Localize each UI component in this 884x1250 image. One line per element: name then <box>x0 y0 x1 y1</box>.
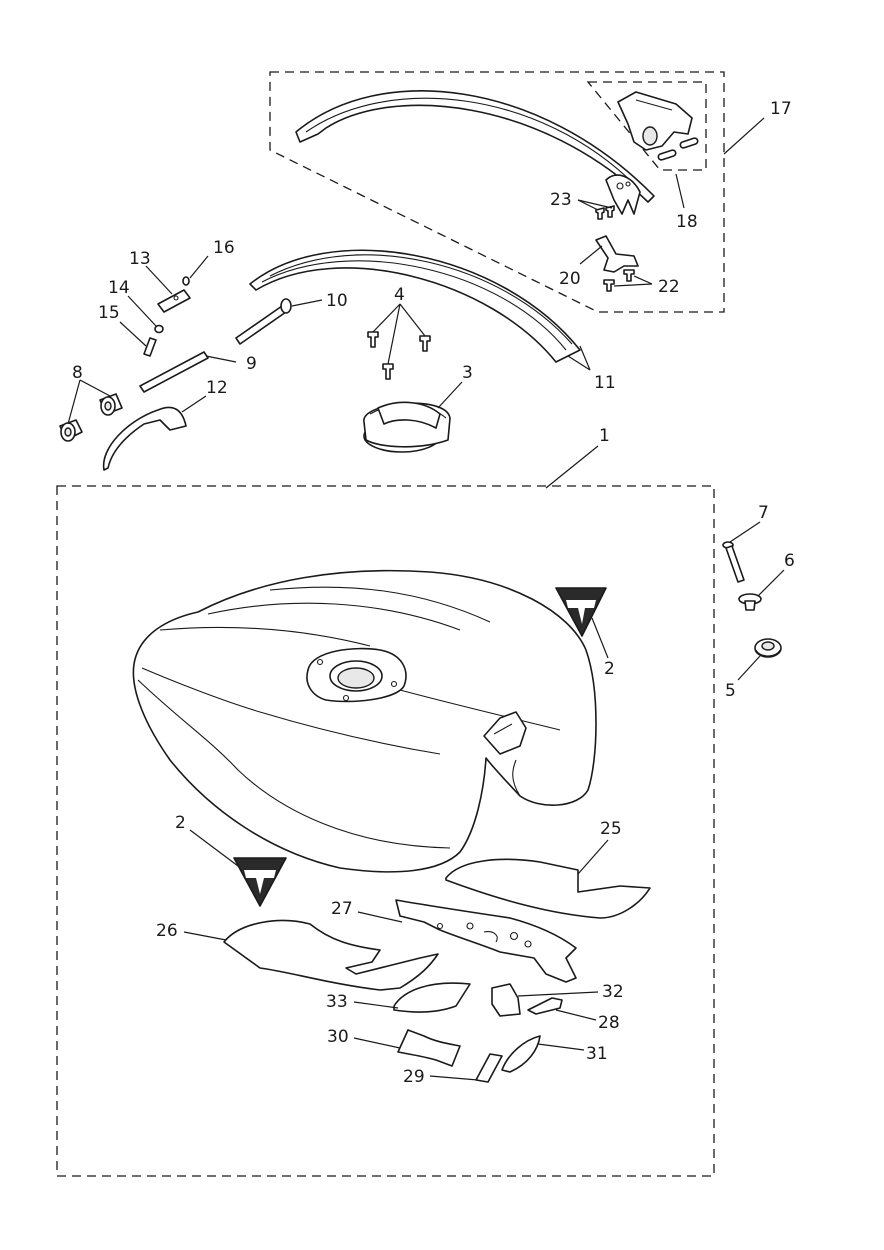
flanged-nut-6 <box>738 593 762 611</box>
grommets-8 <box>59 393 123 442</box>
fuel-cap-3 <box>363 401 451 453</box>
bolt-7 <box>722 541 745 583</box>
bolts-4 <box>367 331 431 380</box>
callout-8: 8 <box>72 363 83 383</box>
callout-3: 3 <box>462 363 473 383</box>
assembly-box-17 <box>269 71 725 313</box>
clip-16 <box>182 276 190 286</box>
pad-33 <box>393 982 471 1013</box>
callout-14: 14 <box>108 278 130 298</box>
callout-6: 6 <box>784 551 795 571</box>
callout-28: 28 <box>598 1013 620 1033</box>
callout-22: 22 <box>658 277 680 297</box>
leader-lines <box>67 117 785 1081</box>
callout-7: 7 <box>758 503 769 523</box>
heat-shield-26 <box>223 919 439 991</box>
triumph-badge-icon <box>233 857 287 907</box>
callout-13: 13 <box>129 249 151 269</box>
pad-32 <box>491 983 521 1017</box>
callout-12: 12 <box>206 378 228 398</box>
clip-20 <box>595 235 639 273</box>
callout-15: 15 <box>98 303 120 323</box>
callout-27: 27 <box>331 899 353 919</box>
callout-16: 16 <box>213 238 235 258</box>
bolt-10 <box>235 298 292 345</box>
callout-30: 30 <box>327 1027 349 1047</box>
screws-22 <box>603 269 635 292</box>
pad-31 <box>501 1035 541 1073</box>
callout-9: 9 <box>246 354 257 374</box>
fuel-tank-1 <box>132 569 597 873</box>
rubber-mount-5 <box>754 638 782 658</box>
callout-18: 18 <box>676 212 698 232</box>
triumph-badge-icon <box>555 587 607 637</box>
callout-31: 31 <box>586 1044 608 1064</box>
callout-10: 10 <box>326 291 348 311</box>
pad-28 <box>527 997 563 1015</box>
trim-strip-11 <box>249 249 581 363</box>
callout-29: 29 <box>403 1067 425 1087</box>
screw-15 <box>143 337 157 357</box>
callout-1: 1 <box>599 426 610 446</box>
screws-23 <box>595 205 615 220</box>
washer-14 <box>154 324 164 334</box>
heat-shield-27 <box>395 899 577 983</box>
callout-17: 17 <box>770 99 792 119</box>
callout-2-upper: 2 <box>604 659 615 679</box>
pad-30 <box>397 1029 461 1067</box>
callout-32: 32 <box>602 982 624 1002</box>
rod-9 <box>139 351 209 393</box>
callout-26: 26 <box>156 921 178 941</box>
callout-5: 5 <box>725 681 736 701</box>
callout-33: 33 <box>326 992 348 1012</box>
callout-20: 20 <box>559 269 581 289</box>
callout-25: 25 <box>600 819 622 839</box>
callout-2-lower: 2 <box>175 813 186 833</box>
assembly-box-1 <box>56 485 715 1177</box>
bracket-12 <box>102 406 187 471</box>
pad-29 <box>475 1053 503 1083</box>
heat-shield-25 <box>445 858 651 919</box>
callout-4: 4 <box>394 285 405 305</box>
bracket-18 <box>617 91 699 161</box>
pivot-pin-13 <box>157 289 191 313</box>
callout-11: 11 <box>594 373 616 393</box>
callout-23: 23 <box>550 190 572 210</box>
trim-strip-17 <box>295 90 655 215</box>
